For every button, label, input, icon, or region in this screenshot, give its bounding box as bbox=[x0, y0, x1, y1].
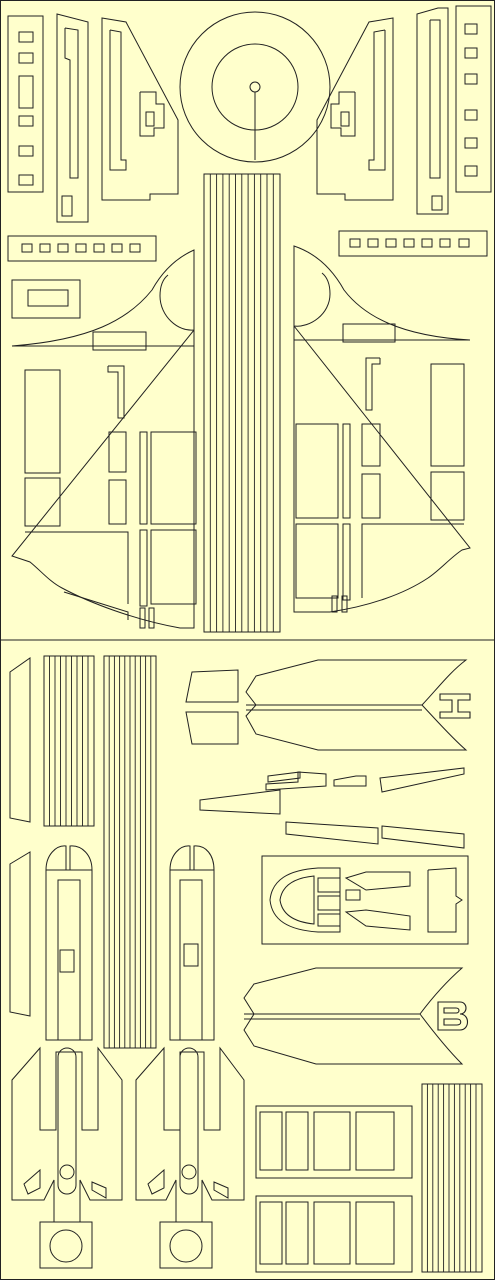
left-floor-panel bbox=[11, 249, 197, 629]
small-frame-part bbox=[11, 279, 81, 319]
lower-panel bbox=[9, 655, 483, 1273]
right-slot-panel bbox=[416, 7, 449, 215]
tapered-strip-upper bbox=[9, 657, 31, 823]
tapered-strip-lower bbox=[9, 851, 31, 1017]
upper-ribbed-strip bbox=[203, 173, 281, 633]
left-window-bar bbox=[7, 235, 157, 262]
upper-panel bbox=[7, 5, 492, 633]
tapered-blade-parts bbox=[199, 767, 465, 849]
window-pane-set bbox=[185, 669, 239, 745]
lower-ribbed-strip-long bbox=[103, 655, 157, 1049]
window-panel-lower bbox=[255, 1195, 413, 1273]
wing-part-lower bbox=[243, 967, 464, 1065]
window-panel-upper bbox=[255, 1105, 413, 1179]
round-disc-part bbox=[179, 11, 331, 163]
left-side-panel bbox=[101, 17, 179, 201]
right-window-bar bbox=[338, 230, 488, 257]
part-mark-b bbox=[437, 1001, 469, 1031]
right-window-strip bbox=[455, 5, 492, 193]
wing-part-upper bbox=[245, 659, 468, 751]
right-side-panel bbox=[316, 17, 394, 201]
canopy-frame-panel bbox=[261, 855, 469, 945]
left-window-strip bbox=[7, 15, 44, 193]
lower-ribbed-strip-right bbox=[421, 1083, 483, 1273]
right-floor-panel bbox=[293, 245, 471, 613]
part-mark-t bbox=[439, 693, 471, 719]
strut-assembly-left bbox=[11, 845, 123, 1269]
left-slot-panel bbox=[56, 13, 89, 223]
strut-assembly-right bbox=[135, 845, 245, 1269]
lower-ribbed-strip-short bbox=[43, 655, 95, 827]
